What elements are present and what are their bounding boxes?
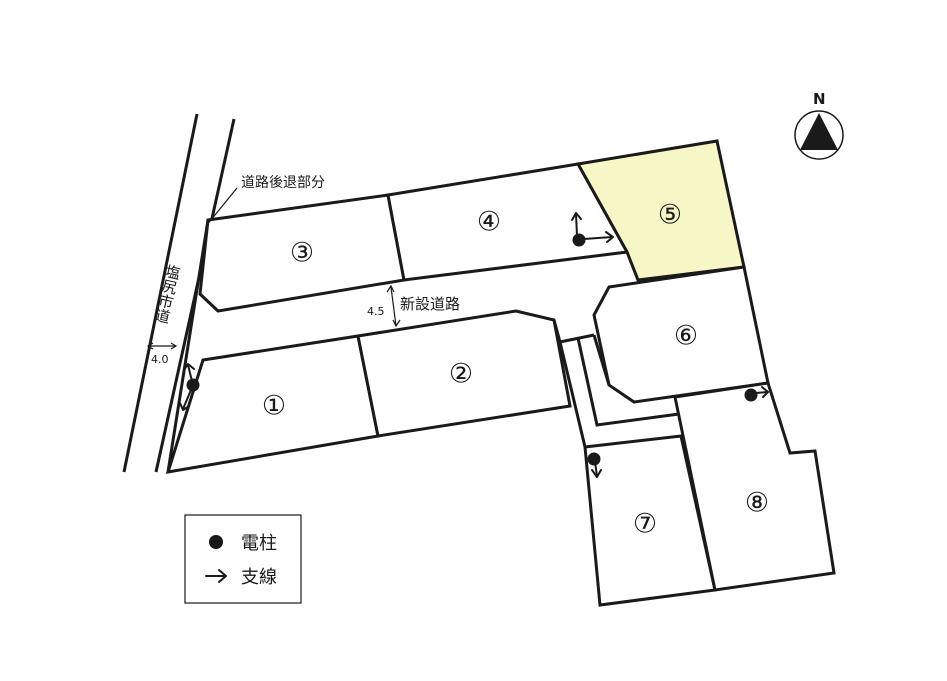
- lot-4-parcel[interactable]: [386, 162, 630, 282]
- new-road-name: 新設道路: [400, 295, 460, 313]
- lot-3-parcel[interactable]: [198, 193, 406, 313]
- legend-pole-icon: [209, 535, 223, 549]
- lot-8-number: ⑧: [745, 488, 769, 519]
- city-road-edge-west: [122, 113, 199, 473]
- legend-guy-wire-icon: [205, 569, 227, 583]
- lot-5-number: ⑤: [658, 200, 682, 231]
- utility-pole-lot1: [179, 363, 200, 411]
- lot-1-number: ①: [262, 391, 286, 422]
- city-road-width: 4.0: [151, 353, 169, 366]
- setback-label: 道路後退部分: [241, 175, 325, 191]
- setback-leader-line: [205, 187, 238, 227]
- lot-4-number: ④: [477, 207, 501, 238]
- lot-6-parcel[interactable]: [592, 265, 770, 404]
- lot-2-number: ②: [449, 359, 473, 390]
- legend-pole-label: 電柱: [241, 533, 277, 554]
- setback-edge: [166, 219, 210, 473]
- new-road-width-dimension: [386, 284, 401, 328]
- utility-pole-lot7: [587, 452, 602, 478]
- access-lane-inner: [576, 337, 680, 427]
- lot-3-number: ③: [290, 238, 314, 269]
- legend-box: [184, 514, 302, 604]
- utility-pole-lot4: [571, 212, 614, 247]
- city-road-width-dimension: [146, 342, 178, 350]
- legend-guy-wire-label: 支線: [241, 567, 277, 588]
- lot-6-number: ⑥: [674, 321, 698, 352]
- utility-pole-lot8: [744, 386, 769, 402]
- north-label: N: [813, 90, 826, 108]
- north-arrow-icon: [794, 110, 844, 160]
- lot-2-parcel[interactable]: [356, 309, 572, 438]
- new-road-south-edge: [552, 319, 595, 344]
- city-road-name: 塩尻市道: [152, 263, 183, 326]
- lot-7-number: ⑦: [633, 509, 657, 540]
- access-lane-inner-2: [592, 334, 611, 386]
- access-lane-edge: [558, 341, 587, 448]
- lot-8-parcel[interactable]: [673, 381, 836, 592]
- new-road-width: 4.5: [367, 305, 385, 318]
